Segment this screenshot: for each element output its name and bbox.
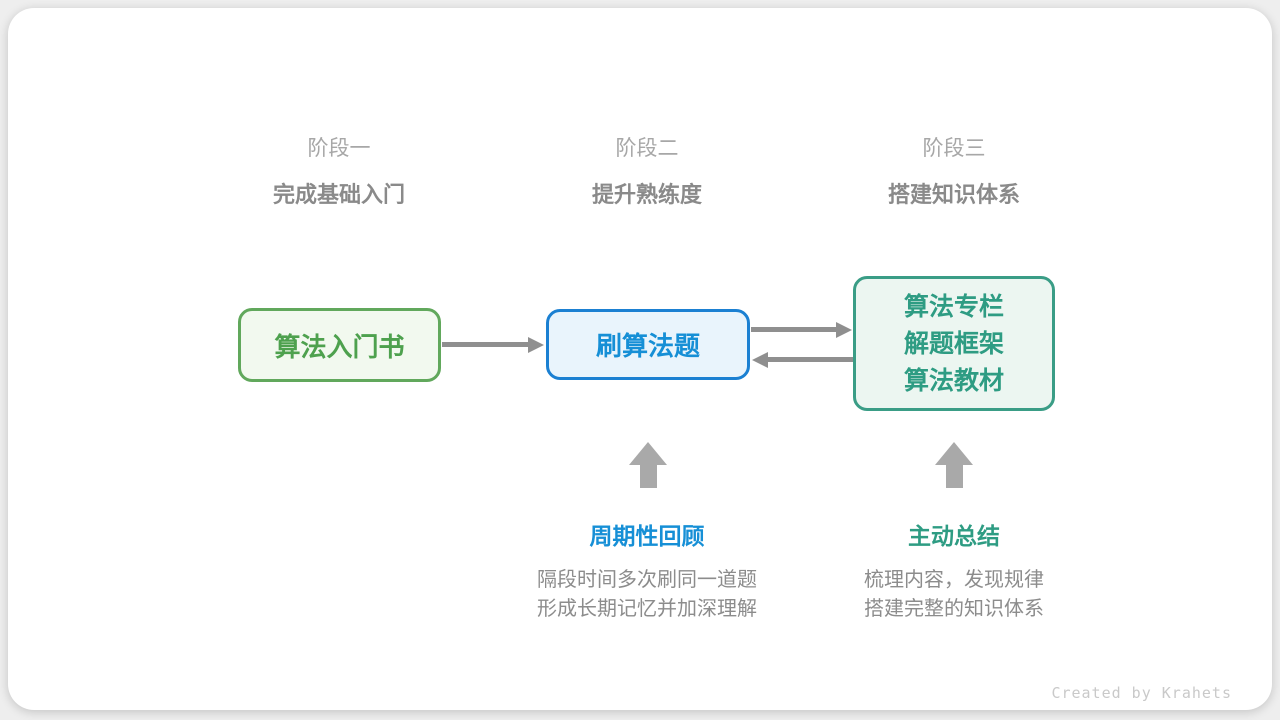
stage-3-label: 阶段三 bbox=[922, 136, 986, 160]
arrow-right-icon bbox=[442, 342, 530, 347]
annotation-summary-line-2: 搭建完整的知识体系 bbox=[864, 596, 1044, 620]
node-intro-book: 算法入门书 bbox=[238, 308, 441, 382]
node-intro-book-label: 算法入门书 bbox=[274, 332, 405, 363]
arrow-right-head-icon bbox=[836, 322, 852, 338]
diagram-card: 阶段一 完成基础入门 阶段二 提升熟练度 阶段三 搭建知识体系 算法入门书 刷算… bbox=[8, 8, 1272, 710]
stage-1-label: 阶段一 bbox=[307, 136, 371, 160]
stage-2-label: 阶段二 bbox=[615, 136, 679, 160]
arrow-up-stem-icon bbox=[946, 464, 963, 488]
arrow-right-icon bbox=[751, 327, 837, 332]
arrow-up-stem-icon bbox=[640, 464, 657, 488]
node-practice: 刷算法题 bbox=[546, 309, 750, 380]
stage-1-subtitle: 完成基础入门 bbox=[272, 183, 405, 208]
stage-2-subtitle: 提升熟练度 bbox=[591, 183, 702, 208]
arrow-up-icon bbox=[629, 442, 667, 465]
arrow-right-head-icon bbox=[528, 337, 544, 353]
annotation-summary-title: 主动总结 bbox=[908, 524, 1000, 550]
annotation-summary-line-1: 梳理内容，发现规律 bbox=[864, 567, 1044, 591]
stage-header-1: 阶段一 完成基础入门 bbox=[189, 136, 489, 210]
annotation-review-line-1: 隔段时间多次刷同一道题 bbox=[537, 567, 757, 591]
annotation-review-description: 隔段时间多次刷同一道题 形成长期记忆并加深理解 bbox=[477, 565, 817, 623]
credit-text: Created by Krahets bbox=[1051, 684, 1232, 702]
stage-header-3: 阶段三 搭建知识体系 bbox=[804, 136, 1104, 210]
arrow-left-head-icon bbox=[752, 352, 768, 368]
node-knowledge-line-2: 解题框架 bbox=[903, 329, 1004, 358]
annotation-review-title: 周期性回顾 bbox=[589, 524, 705, 550]
node-practice-label: 刷算法题 bbox=[595, 332, 700, 362]
stage-3-subtitle: 搭建知识体系 bbox=[887, 183, 1020, 208]
arrow-up-icon bbox=[935, 442, 973, 465]
node-knowledge-line-1: 算法专栏 bbox=[903, 292, 1004, 321]
node-knowledge: 算法专栏 解题框架 算法教材 bbox=[853, 276, 1055, 411]
node-knowledge-line-3: 算法教材 bbox=[903, 366, 1004, 395]
annotation-summary-description: 梳理内容，发现规律 搭建完整的知识体系 bbox=[784, 565, 1124, 623]
arrow-left-icon bbox=[767, 357, 853, 362]
stage-header-2: 阶段二 提升熟练度 bbox=[497, 136, 797, 210]
annotation-review-line-2: 形成长期记忆并加深理解 bbox=[537, 596, 757, 620]
